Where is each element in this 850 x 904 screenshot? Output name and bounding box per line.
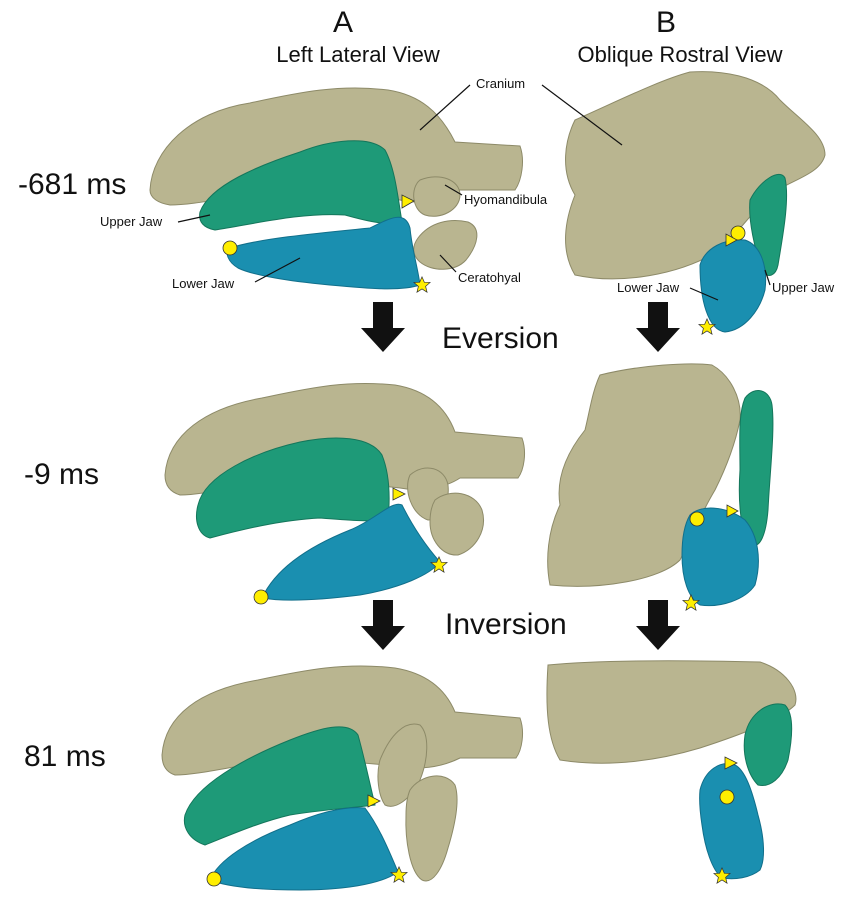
leader-lower-jaw-a (254, 257, 301, 283)
lower-jaw-shape (699, 763, 764, 880)
arrow-down-a2 (361, 600, 405, 650)
arrow-down-a1 (361, 302, 405, 352)
joint-marker (726, 504, 739, 518)
label-lower-jaw-a: Lower Jaw (172, 276, 235, 291)
phase-label-eversion: Eversion (442, 322, 559, 355)
label-ceratohyal: Ceratohyal (458, 270, 521, 285)
phase-label-inversion: Inversion (445, 608, 567, 641)
arrow-down-b1 (636, 302, 680, 352)
column-b-title: Oblique Rostral View (577, 42, 783, 67)
upper-jaw-shape (738, 390, 774, 546)
joint-marker (367, 794, 381, 808)
column-a-title: Left Lateral View (276, 42, 440, 67)
joint-marker (392, 487, 406, 501)
cranium-shape (565, 71, 826, 280)
leader-hyomandibula (444, 184, 463, 196)
ceratohyal-shape (413, 220, 478, 270)
leader-upper-jaw-a (177, 214, 211, 223)
upper-jaw-shape (743, 703, 793, 787)
time-label-row-2: -9 ms (24, 458, 99, 491)
row1-lateral-view (149, 84, 523, 293)
label-hyomandibula: Hyomandibula (464, 192, 548, 207)
lower-jaw-shape (261, 503, 441, 601)
time-label-row-1: -681 ms (18, 168, 127, 201)
leader-cranium-b (541, 84, 623, 146)
leader-lower-jaw-b (689, 287, 719, 301)
jaw-tip-marker (206, 871, 222, 887)
time-label-row-3: 81 ms (24, 740, 106, 773)
row1-rostral-view (541, 71, 826, 335)
lower-jaw-shape (209, 807, 399, 891)
row3-lateral-view (161, 665, 524, 891)
lower-jaw-shape (681, 507, 759, 607)
ceratohyal-shape (429, 492, 484, 556)
jaw-tip-marker (719, 789, 735, 805)
column-b-letter: B (655, 6, 676, 39)
lower-jaw-shape (699, 239, 767, 333)
joint-marker (725, 233, 738, 247)
row2-lateral-view (164, 383, 526, 605)
arrow-down-b2 (636, 600, 680, 650)
cranium-shape (161, 665, 524, 776)
joint-marker (401, 194, 415, 209)
label-upper-jaw-a: Upper Jaw (100, 214, 163, 229)
column-a-letter: A (332, 6, 353, 39)
label-lower-jaw-b: Lower Jaw (617, 280, 680, 295)
hyomandibula-shape (413, 176, 461, 217)
row3-rostral-view (546, 660, 797, 884)
jaw-tip-marker (253, 589, 269, 605)
jaw-tip-marker (689, 511, 705, 527)
leader-cranium-a (419, 84, 471, 131)
lower-jaw-shape (226, 216, 421, 290)
jaw-tip-marker (730, 225, 746, 241)
upper-jaw-shape (183, 726, 376, 846)
jaw-tip-marker (222, 240, 238, 256)
leader-upper-jaw-b (764, 269, 771, 286)
ceratohyal-shape (405, 775, 458, 882)
label-upper-jaw-b: Upper Jaw (772, 280, 835, 295)
leader-ceratohyal (439, 254, 457, 273)
label-cranium: Cranium (476, 76, 526, 91)
row2-rostral-view (547, 363, 774, 611)
joint-marker (724, 756, 738, 770)
